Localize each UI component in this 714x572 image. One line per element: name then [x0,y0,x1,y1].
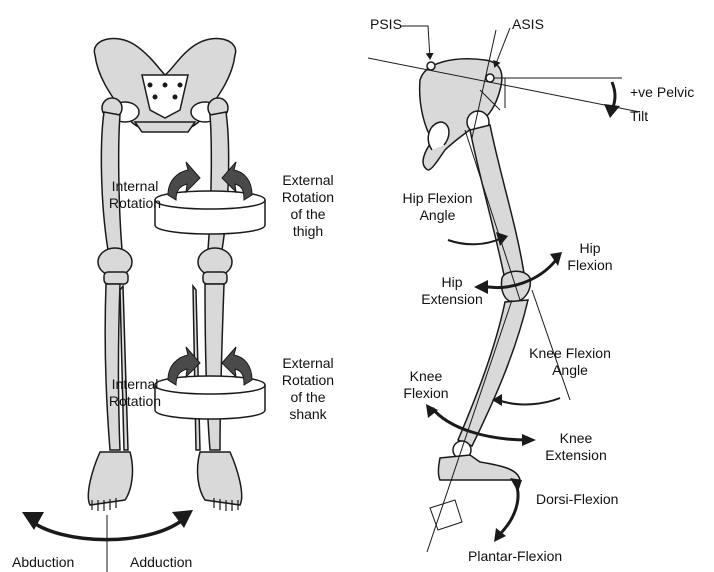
abduction-label: Abduction [12,554,102,571]
foot-side [439,455,521,480]
internal-rotation-shank-label: Internal Rotation [100,376,170,410]
hip-extension-label: Hip Extension [412,274,492,308]
knee-flexion-label: Knee Flexion [396,368,456,402]
foot-right [198,452,242,505]
tibia-left [105,284,120,450]
knee-extension-label: Knee Extension [536,430,616,464]
psis-marker [427,62,435,70]
ankle-flexion-arrow [500,484,518,534]
foot-left [88,452,132,505]
knee-flexion-angle-arc [498,398,560,404]
side-leg [420,59,531,480]
adduction-label: Adduction [130,554,220,571]
dorsi-flexion-label: Dorsi-Flexion [536,491,636,508]
pelvic-tilt-arrow [604,82,620,118]
hip-flexion-angle-label: Hip Flexion Angle [390,190,485,224]
hip-flexion-angle-arc [448,238,502,244]
hip-flexion-label: Hip Flexion [560,240,620,274]
plantar-flexion-label: Plantar-Flexion [468,548,578,565]
psis-label: PSIS [370,16,410,33]
asis-label: ASIS [512,16,552,33]
pubic-symphysis [135,122,195,132]
asis-marker [486,74,494,82]
front-skeleton [88,38,241,511]
external-rotation-thigh-label: External Rotation of the thigh [268,172,348,240]
external-rotation-shank-label: External Rotation of the shank [268,355,348,423]
tibia-right [205,284,224,450]
fibula-left [120,286,128,450]
internal-rotation-thigh-label: Internal Rotation [100,178,170,212]
pelvic-tilt-label: +ve Pelvic Tilt [630,80,714,128]
shank-side [458,300,528,446]
knee-flexion-angle-label: Knee Flexion Angle [520,345,620,379]
